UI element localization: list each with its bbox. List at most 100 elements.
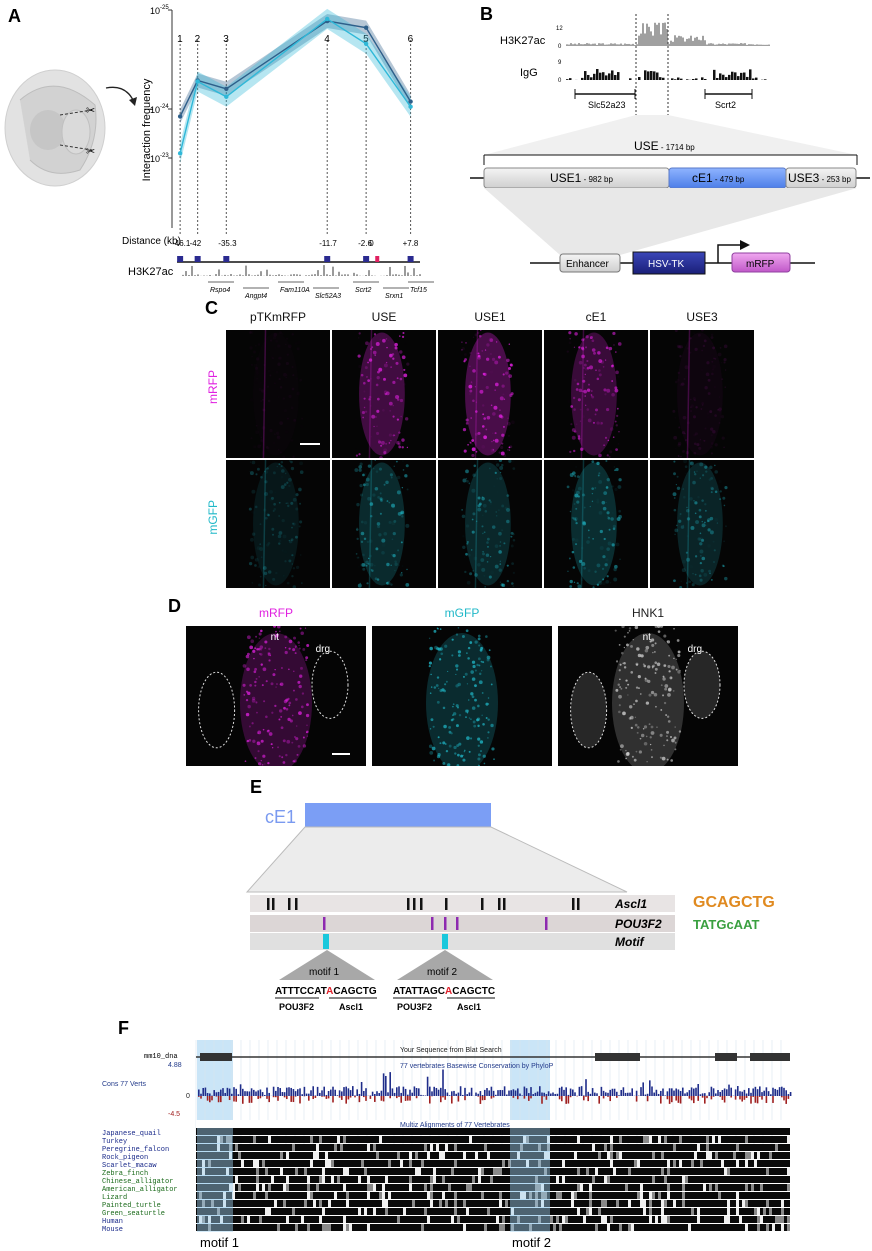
panel-label-a: A [8, 6, 21, 26]
segment-use3: USE3 [788, 171, 820, 185]
use-label: USE [634, 139, 659, 153]
anchor-marker [407, 256, 414, 262]
gene-label: Slc52A3 [315, 293, 341, 300]
construct-enhancer: Enhancer [566, 259, 609, 270]
species-label: Mouse [102, 1226, 123, 1234]
point-number: 3 [223, 34, 229, 45]
track-row [250, 895, 675, 912]
pou3f2-site [323, 917, 326, 930]
species-label: Green_seaturtle [102, 1210, 165, 1218]
pou3f2-site [431, 917, 434, 930]
gene-label: Fam110A [280, 287, 310, 294]
motif2-label: motif 2 [512, 1235, 551, 1250]
pou3f2-site [444, 917, 447, 930]
ascl1-site [288, 898, 291, 910]
svg-text:USE - 1714 bp: USE - 1714 bp [634, 139, 695, 153]
alignment-row [196, 1160, 790, 1167]
micrograph [332, 460, 436, 588]
row-label: mRFP [206, 370, 220, 404]
x-tick-label: -2.6 [358, 239, 372, 248]
y-axis-label: Interaction frequency [141, 78, 153, 181]
ascl1-logo: GCAGCTG [693, 894, 775, 911]
species-label: Japanese_quail [102, 1130, 161, 1138]
x-tick-label: -46.1 [172, 239, 191, 248]
column-header: pTKmRFP [249, 310, 306, 324]
micrograph [372, 626, 552, 766]
x-axis-label: Distance (kb) [122, 236, 181, 247]
anchor-marker [177, 256, 184, 262]
ce1-bar [305, 803, 491, 827]
y-tick-exponent: -25 [160, 5, 169, 11]
column-header: USE [371, 310, 397, 324]
micrograph [226, 460, 330, 588]
construct-hsvtk: HSV-TK [648, 259, 684, 270]
ascl1-site [481, 898, 484, 910]
promoter-arrow-icon [740, 240, 750, 250]
track-label-igg: IgG [520, 67, 538, 79]
y-tick-label: 10-25 [150, 5, 169, 16]
series-line [179, 20, 412, 117]
data-point [177, 151, 183, 156]
blat-block [750, 1053, 790, 1061]
point-number: 2 [195, 34, 201, 45]
species-label: Human [102, 1218, 123, 1226]
svg-text:USE3 - 253 bp: USE3 - 253 bp [788, 171, 851, 185]
motif-site [323, 934, 329, 949]
panel-label-c: C [205, 298, 218, 318]
x-tick-label: -11.7 [319, 239, 337, 248]
series-band [180, 14, 411, 124]
motif-callout [279, 950, 375, 980]
gene-label: Tcf15 [410, 287, 427, 294]
species-label: Zebra_finch [102, 1170, 148, 1178]
panel-label-f: F [118, 1018, 129, 1038]
data-point [363, 41, 369, 46]
use-size: - 1714 bp [659, 143, 696, 152]
anchor-marker [363, 256, 370, 262]
svg-text:cE1 - 479 bp: cE1 - 479 bp [692, 171, 745, 185]
y-tick-label: 10-23 [150, 153, 169, 164]
drg-label: drg [688, 644, 702, 655]
y-tick-exponent: -24 [160, 104, 169, 110]
track-label: Ascl1 [614, 897, 647, 911]
blat-block [595, 1053, 640, 1061]
blat-block [715, 1053, 737, 1061]
alignment-row [196, 1128, 790, 1135]
ascl1-site [572, 898, 575, 910]
drg-label: drg [316, 644, 330, 655]
track-label: POU3F2 [615, 917, 662, 931]
motif-label: POU3F2 [397, 1002, 432, 1012]
alignment-row [196, 1224, 790, 1231]
micrograph [226, 330, 330, 458]
column-header: USE1 [474, 310, 506, 324]
column-header: HNK1 [631, 606, 664, 620]
alignment-row [196, 1144, 790, 1151]
y-tick-exponent: -23 [160, 153, 169, 159]
panel-label-d: D [168, 596, 181, 616]
panel-label-e: E [250, 777, 263, 797]
y-tick-label: 10-24 [150, 104, 169, 115]
gene-label-slc52a23: Slc52a23 [588, 100, 626, 110]
micrograph [438, 330, 542, 458]
motif-name: motif 1 [309, 967, 339, 978]
series-line [179, 18, 412, 154]
track-min: 0 [558, 78, 562, 84]
point-number: 1 [177, 34, 183, 45]
construct-mrfp: mRFP [746, 259, 775, 270]
anchor-marker [324, 256, 331, 262]
track-title: Multiz Alignments of 77 Vertebrates [400, 1122, 510, 1129]
species-label: Lizard [102, 1194, 127, 1202]
row-label: mGFP [206, 500, 220, 535]
motif-site [442, 934, 448, 949]
ascl1-site [445, 898, 448, 910]
alignment-row [196, 1184, 790, 1191]
gene-label-scrt2: Scrt2 [715, 100, 736, 110]
curved-arrow-icon [105, 86, 137, 106]
scissors-icon: ✂ [86, 105, 95, 117]
gene-label: Srxn1 [385, 293, 403, 300]
track-label-h3k27ac: H3K27ac [500, 35, 546, 47]
